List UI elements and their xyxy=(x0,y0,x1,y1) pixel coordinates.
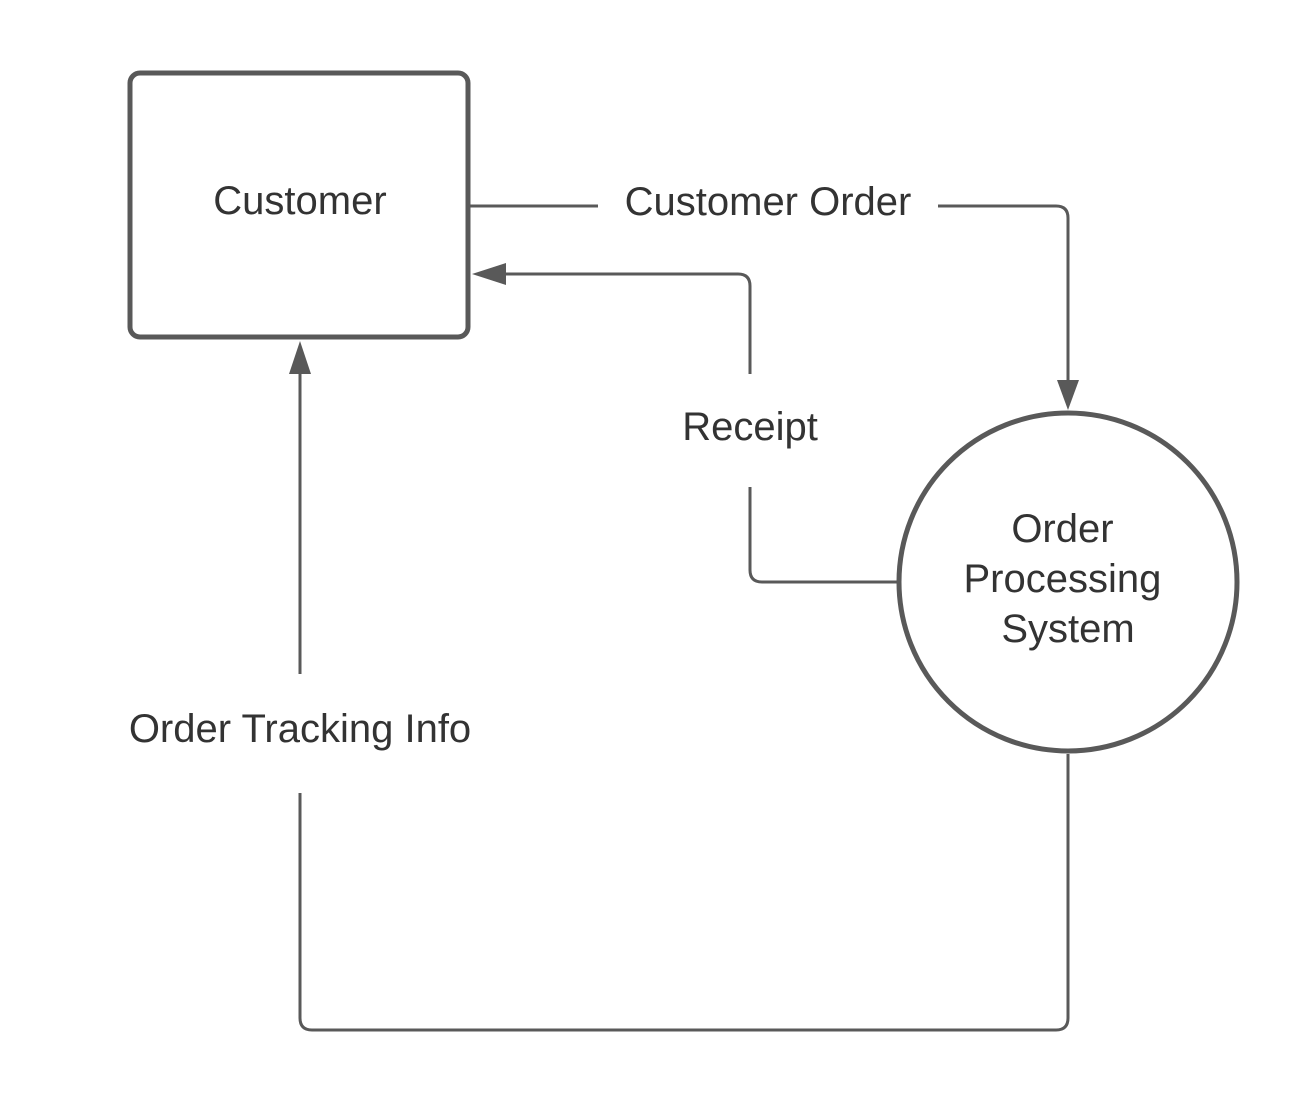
customer-order-arrowhead xyxy=(1057,380,1079,410)
process-label-line-1: Order xyxy=(1011,507,1113,551)
order-processing-system[interactable]: Order Processing System xyxy=(896,410,1240,754)
flow-customer-order[interactable]: Customer Order xyxy=(470,180,1079,410)
flow-receipt[interactable]: Receipt xyxy=(472,263,898,584)
receipt-label: Receipt xyxy=(682,405,818,449)
customer-label: Customer xyxy=(213,179,386,223)
customer-order-label: Customer Order xyxy=(625,180,912,224)
process-label: Order Processing System xyxy=(964,507,1173,651)
receipt-line-a xyxy=(748,487,898,584)
process-label-line-2: Processing xyxy=(964,557,1162,601)
customer-box xyxy=(127,70,471,340)
order-tracking-line-a xyxy=(298,754,1070,1032)
receipt-arrowhead xyxy=(472,263,506,285)
flow-order-tracking[interactable]: Order Tracking Info xyxy=(129,341,1070,1032)
customer-order-line-b xyxy=(938,204,1070,385)
process-circle xyxy=(896,410,1240,754)
customer-entity[interactable]: Customer xyxy=(127,70,471,340)
process-label-line-3: System xyxy=(1001,607,1134,651)
order-tracking-label: Order Tracking Info xyxy=(129,707,471,751)
order-tracking-arrowhead xyxy=(289,341,311,374)
receipt-line-b xyxy=(500,272,752,374)
